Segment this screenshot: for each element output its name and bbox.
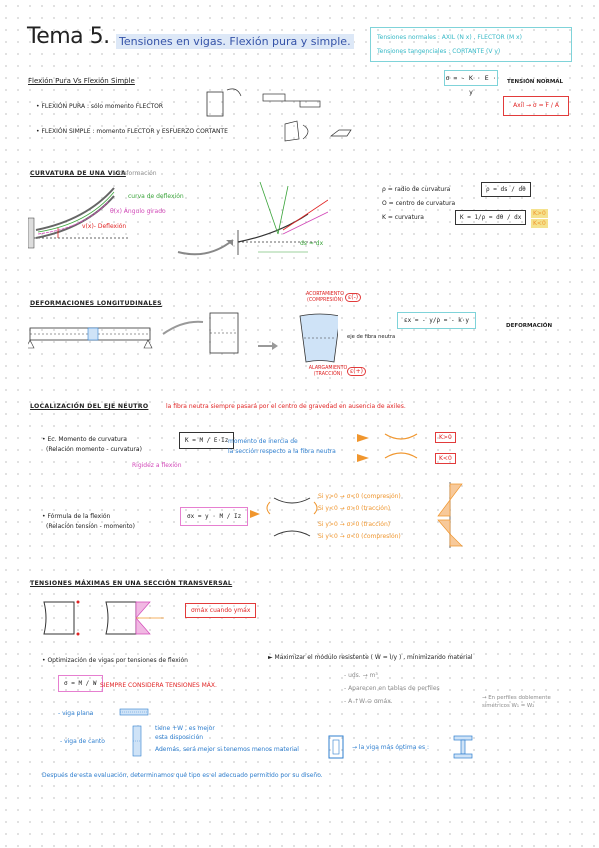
flexion-sketches	[206, 88, 352, 142]
rho-label: ρ = radio de curvatura	[382, 186, 451, 193]
maximizar: ► Maximizar el módulo resistente ( W = I…	[268, 654, 473, 661]
flexion-simple: • FLEXIÓN SIMPLE : momento FLECTOR y ESF…	[36, 128, 228, 135]
formula-flexion: • Fórmula de la flexión	[42, 513, 111, 520]
epsilon-negative: ε(-)	[345, 293, 362, 302]
longitudinal-deformation-diagram	[28, 312, 338, 363]
inercia-note-2: la sección respecto a la fibra neutra	[228, 448, 336, 455]
fibra-neutra-label: eje de fibra neutra	[347, 334, 396, 340]
k-negative-box: K<0	[435, 453, 456, 464]
page-subtitle: Tensiones en vigas. Flexión pura y simpl…	[116, 34, 354, 49]
optimizacion: • Optimización de vigas por tensiones de…	[42, 657, 188, 664]
s4-heading-cont: la fibra neutra siempre pasará por el ce…	[166, 403, 406, 410]
s2-heading-note: ↳ deformación	[112, 170, 157, 177]
k-positive: K>0	[531, 209, 548, 218]
o-label: O = centro de curvatura	[382, 200, 456, 207]
k-label: K = curvatura	[382, 214, 424, 221]
perfiles-note: → En perfiles doblemente simétricos W₁ =…	[482, 695, 551, 709]
sigma-formula: σx = y · M / Iz	[180, 507, 249, 526]
epsilon-formula: εx = - y/ρ = - k·y	[397, 312, 477, 329]
viga-canto: - viga de canto	[60, 738, 105, 745]
label-ds-dx: ds ≈ dx	[300, 240, 324, 247]
max-stress-diagram	[43, 600, 164, 636]
ademas-note: Además, será mejor si tenemos menos mate…	[155, 746, 299, 753]
wmax-note: - A ↑W ⊖ σmáx.	[344, 698, 393, 705]
legend-normal: Tensiones normales : AXIL (N x) , FLECTO…	[377, 34, 522, 41]
despues-note: Después de esta evaluación, determinamos…	[42, 772, 323, 779]
legend-tangential: Tensiones tangenciales : CORTANTE (V y)	[377, 48, 501, 55]
case-2: Si y<0 → σ>0 (tracción)	[318, 505, 391, 512]
k-moment-formula: K = M / E·Iz	[179, 432, 235, 449]
i-beam-icon	[453, 735, 473, 759]
s5-heading: TENSIONES MÁXIMAS EN UNA SECCIÓN TRANSVE…	[30, 580, 233, 587]
siempre-considera: SIEMPRE CONSIDERA TENSIONES MÁX.	[100, 682, 217, 689]
s4-heading: LOCALIZACIÓN DEL EJE NEUTRO	[30, 403, 149, 410]
stress-distribution	[437, 482, 463, 548]
formula-normal: σ = - K · E · y	[444, 70, 498, 96]
tablas-note: - Aparecen en tablas de perfiles	[344, 685, 440, 692]
label-curva-deflexion: curva de deflexión	[128, 193, 184, 200]
k-formula: K = 1/ρ = dθ / dx	[455, 210, 527, 225]
curvature-diagram	[28, 181, 328, 256]
ec-relacion: (Relación momento - curvatura)	[46, 446, 142, 453]
k-negative: K<0	[531, 219, 548, 228]
rho-formula: ρ = ds / dθ	[481, 182, 531, 197]
alargamiento-label: ALARGAMIENTO (TRACCIÓN)	[308, 366, 348, 377]
viga-optima: → la viga más óptima es :	[352, 744, 430, 751]
viga-plana: - viga plana	[58, 710, 94, 717]
acortamiento-label: ACORTAMIENTO (COMPRESIÓN)	[305, 292, 345, 303]
label-angulo-girado: θ(x) Ángulo girado	[110, 208, 166, 215]
moment-arrows	[250, 497, 318, 537]
inercia-note-1: momento de inercia de	[228, 438, 298, 445]
epsilon-positive: ε(+)	[347, 367, 366, 376]
canto-note-2: esta disposición	[155, 734, 204, 741]
s2-heading: CURVATURA DE UNA VIGA	[30, 170, 126, 177]
s1-heading: Flexión Pura Vs Flexión Simple	[28, 77, 135, 85]
legend-box: Tensiones normales : AXIL (N x) , FLECTO…	[370, 27, 572, 62]
page-title: Tema 5.	[27, 24, 110, 49]
case-3: Si y>0 → σ>0 (tracción)	[318, 521, 391, 528]
canto-note-1: tiene +W , es mejor	[155, 725, 215, 732]
ec-momento: • Ec. Momento de curvatura	[42, 436, 127, 443]
uds-note: - uds. → m³	[344, 672, 378, 679]
viga-plana-icon	[119, 708, 149, 716]
deformacion-label: DEFORMACIÓN	[506, 323, 553, 329]
sigma-w-formula: σ = M / W	[58, 675, 103, 692]
tension-normal-label: TENSIÓN NORMAL	[507, 79, 564, 85]
curvature-sign-arrows	[357, 433, 418, 462]
viga-canto-icon	[132, 725, 142, 757]
k-positive-box: K>0	[435, 432, 456, 443]
case-1: Si y>0 → σ<0 (compresión)	[318, 493, 401, 500]
axil-formula: Axil → σ = F / A	[503, 96, 569, 116]
label-deflexion: v(x)- Deflexión	[82, 223, 127, 230]
sigma-max-box: σmáx cuando ymáx	[185, 603, 257, 618]
relacion-tension: (Relación tensión - momento)	[46, 523, 135, 530]
rigidez-label: Rigidez a flexión	[132, 462, 182, 469]
case-4: Si y<0 → σ<0 (compresión)	[318, 533, 401, 540]
rectangle-section-icon	[328, 735, 344, 759]
s3-heading: DEFORMACIONES LONGITUDINALES	[30, 300, 162, 307]
flexion-pura: • FLEXIÓN PURA : sólo momento FLECTOR	[36, 103, 164, 110]
